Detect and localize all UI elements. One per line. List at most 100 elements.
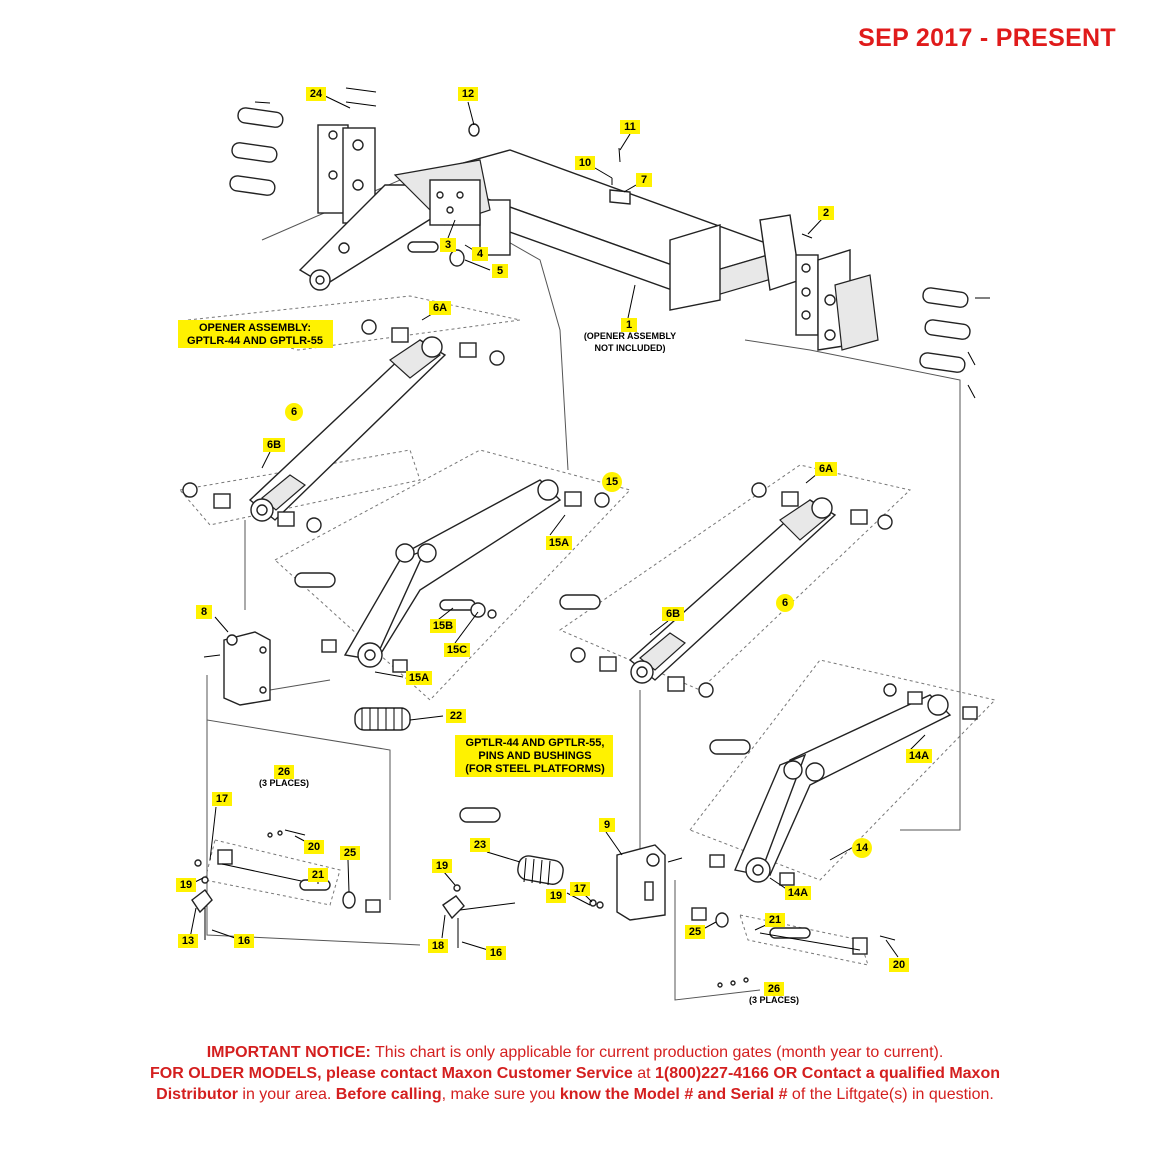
svg-text:NOT INCLUDED): NOT INCLUDED) bbox=[595, 343, 666, 353]
svg-text:OPENER ASSEMBLY:: OPENER ASSEMBLY: bbox=[199, 322, 311, 334]
notice-make-sure: , make sure you bbox=[441, 1086, 560, 1103]
svg-text:PINS AND BUSHINGS: PINS AND BUSHINGS bbox=[478, 750, 591, 762]
svg-text:GPTLR-44 AND GPTLR-55: GPTLR-44 AND GPTLR-55 bbox=[187, 335, 323, 347]
callout-23: 23 bbox=[470, 838, 490, 852]
opener-label: OPENER ASSEMBLY: GPTLR-44 AND GPTLR-55 bbox=[178, 320, 333, 348]
callout-9: 9 bbox=[599, 818, 615, 832]
pins-bushings-label: GPTLR-44 AND GPTLR-55, PINS AND BUSHINGS… bbox=[455, 735, 613, 777]
svg-text:26: 26 bbox=[278, 766, 290, 778]
callout-19-left: 19 bbox=[176, 878, 196, 892]
svg-text:GPTLR-44 AND GPTLR-55,: GPTLR-44 AND GPTLR-55, bbox=[466, 737, 605, 749]
callout-24: 24 bbox=[306, 87, 326, 101]
svg-text:14A: 14A bbox=[788, 887, 808, 899]
callout-leaders bbox=[189, 95, 926, 958]
svg-text:15B: 15B bbox=[433, 620, 453, 632]
places-right-note: (3 PLACES) bbox=[749, 995, 799, 1005]
right-pins bbox=[919, 287, 990, 399]
callout-16-right: 16 bbox=[486, 946, 506, 960]
svg-text:2: 2 bbox=[823, 207, 829, 219]
svg-text:17: 17 bbox=[216, 793, 228, 805]
notice-important-text: This chart is only applicable for curren… bbox=[370, 1044, 944, 1061]
svg-text:14: 14 bbox=[856, 842, 869, 854]
svg-text:3: 3 bbox=[445, 239, 451, 251]
left-pins bbox=[229, 87, 377, 196]
guide-6-bottom-left bbox=[179, 449, 421, 526]
callout-20-right: 20 bbox=[889, 958, 909, 972]
callout-19-mid: 19 bbox=[546, 889, 566, 903]
svg-text:25: 25 bbox=[344, 847, 356, 859]
callout-15a-top: 15A bbox=[546, 536, 572, 550]
callout-26-left: 26 bbox=[274, 765, 294, 779]
main-frame bbox=[417, 149, 801, 311]
svg-text:24: 24 bbox=[310, 88, 323, 100]
callout-25-left: 25 bbox=[340, 846, 360, 860]
callout-17-left: 17 bbox=[212, 792, 232, 806]
svg-text:10: 10 bbox=[579, 157, 591, 169]
notice-at-text: at bbox=[632, 1065, 655, 1082]
opener-assembly bbox=[298, 159, 491, 291]
svg-text:12: 12 bbox=[462, 88, 474, 100]
callout-17-right: 17 bbox=[570, 882, 590, 896]
svg-text:6: 6 bbox=[782, 597, 788, 609]
callout-2: 2 bbox=[818, 206, 834, 220]
left-pin-assembly bbox=[191, 829, 381, 940]
callout-14: 14 bbox=[852, 838, 872, 858]
spring-22 bbox=[354, 707, 411, 731]
svg-text:15: 15 bbox=[606, 476, 618, 488]
svg-text:26: 26 bbox=[768, 983, 780, 995]
svg-text:(OPENER ASSEMBLY: (OPENER ASSEMBLY bbox=[584, 331, 676, 341]
svg-text:19: 19 bbox=[180, 879, 192, 891]
svg-text:4: 4 bbox=[477, 248, 484, 260]
svg-text:6B: 6B bbox=[267, 439, 281, 451]
callout-1: 1 bbox=[621, 318, 637, 332]
callout-10: 10 bbox=[575, 156, 595, 170]
callout-15c: 15C bbox=[444, 643, 470, 657]
callout-21-right: 21 bbox=[765, 913, 785, 927]
svg-text:6A: 6A bbox=[433, 302, 447, 314]
bracket-9 bbox=[616, 844, 683, 921]
callout-6-left: 6 bbox=[285, 403, 303, 421]
callout-3: 3 bbox=[440, 238, 456, 252]
callout-6a-left: 6A bbox=[429, 301, 451, 315]
callout-14a-top: 14A bbox=[906, 749, 932, 763]
svg-text:6: 6 bbox=[291, 406, 297, 418]
places-left-note: (3 PLACES) bbox=[259, 778, 309, 788]
svg-text:8: 8 bbox=[201, 606, 207, 618]
callout-15: 15 bbox=[602, 472, 622, 492]
notice-know-label: know the Model # and Serial # bbox=[559, 1086, 788, 1103]
svg-text:1: 1 bbox=[626, 319, 632, 331]
callout-6b-right: 6B bbox=[662, 607, 684, 621]
svg-text:20: 20 bbox=[308, 841, 320, 853]
callout-19-right: 19 bbox=[432, 859, 452, 873]
callout-6-right: 6 bbox=[776, 594, 794, 612]
svg-text:17: 17 bbox=[574, 883, 586, 895]
callout-11: 11 bbox=[620, 120, 640, 134]
svg-text:20: 20 bbox=[893, 959, 905, 971]
spring-23 bbox=[459, 807, 564, 886]
callout-14a-bottom: 14A bbox=[785, 886, 811, 900]
callout-15b: 15B bbox=[430, 619, 456, 633]
svg-text:18: 18 bbox=[432, 940, 444, 952]
callout-12: 12 bbox=[458, 87, 478, 101]
callout-20-left: 20 bbox=[304, 840, 324, 854]
svg-text:9: 9 bbox=[604, 819, 610, 831]
svg-text:21: 21 bbox=[312, 869, 324, 881]
svg-text:22: 22 bbox=[450, 710, 462, 722]
svg-text:23: 23 bbox=[474, 839, 486, 851]
callout-21-left: 21 bbox=[308, 868, 328, 882]
right-arm bbox=[570, 482, 893, 698]
svg-text:16: 16 bbox=[490, 947, 502, 959]
notice-older-label: FOR OLDER MODELS, please contact Maxon C… bbox=[149, 1065, 633, 1082]
notice-phone: 1(800)227-4166 OR Contact a qualified Ma… bbox=[655, 1065, 1000, 1082]
right-mount bbox=[795, 249, 879, 351]
svg-text:16: 16 bbox=[238, 935, 250, 947]
svg-text:25: 25 bbox=[689, 926, 701, 938]
svg-text:19: 19 bbox=[550, 890, 562, 902]
callout-13: 13 bbox=[178, 934, 198, 948]
svg-text:6A: 6A bbox=[819, 463, 833, 475]
guide-left-pin bbox=[204, 839, 341, 906]
callout-6b-left: 6B bbox=[263, 438, 285, 452]
frame-bracket-center bbox=[669, 224, 721, 311]
svg-text:5: 5 bbox=[497, 265, 503, 277]
callout-22: 22 bbox=[446, 709, 466, 723]
